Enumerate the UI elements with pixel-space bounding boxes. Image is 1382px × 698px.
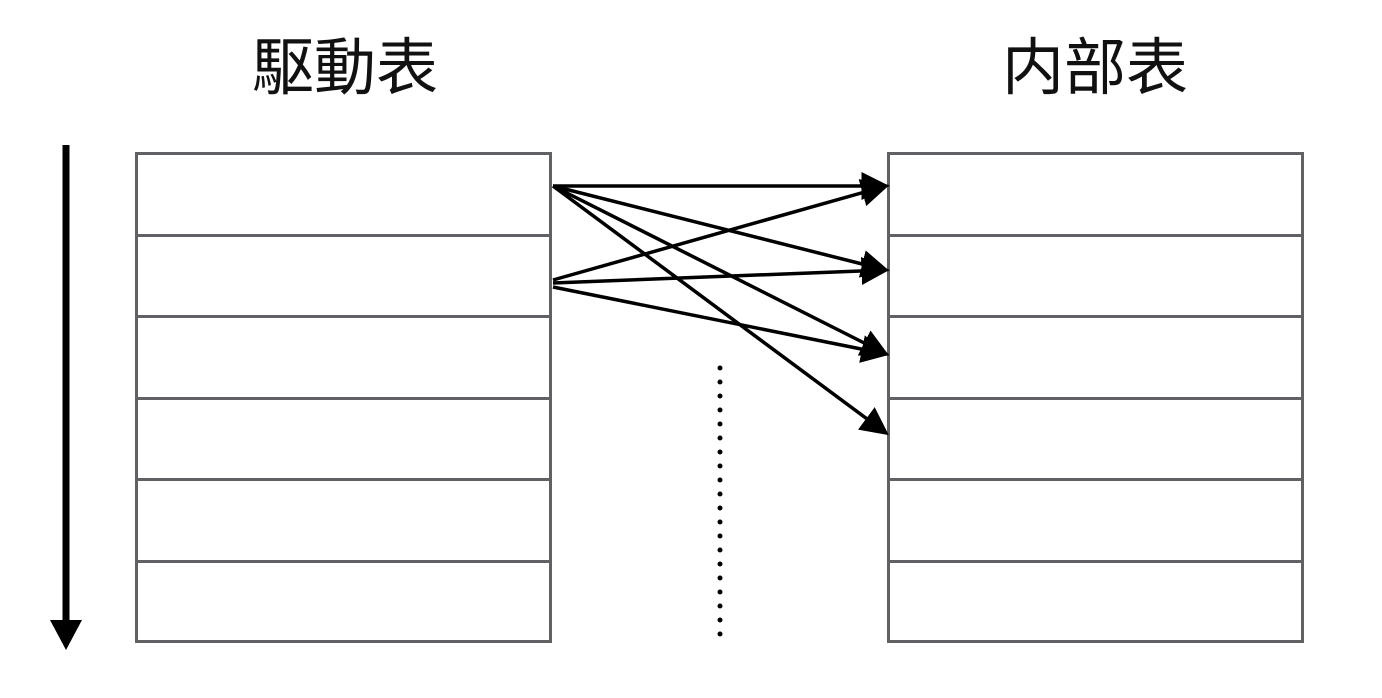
inner-table-row-6 xyxy=(890,563,1301,645)
driving-table-row-4 xyxy=(138,400,549,481)
join-connections xyxy=(551,172,890,436)
driving-table-row-5 xyxy=(138,481,549,563)
inner-table-row-5 xyxy=(890,481,1301,563)
inner-table-row-1 xyxy=(890,155,1301,237)
connection-arrow-1-to-4 xyxy=(551,184,889,436)
driving-table-title: 駆動表 xyxy=(251,31,438,104)
driving-table-row-1 xyxy=(138,155,549,237)
inner-table-row-2 xyxy=(890,237,1301,318)
driving-table-row-6 xyxy=(138,563,549,645)
inner-table-title: 内部表 xyxy=(1001,31,1188,104)
driving-table-row-2 xyxy=(138,237,549,318)
inner-table xyxy=(887,152,1304,643)
connection-arrow-2-to-1 xyxy=(552,179,890,282)
connection-arrow-1-to-2 xyxy=(552,184,890,278)
scan-direction-arrow xyxy=(50,145,82,650)
driving-table-row-3 xyxy=(138,318,549,400)
inner-table-row-3 xyxy=(890,318,1301,400)
connection-arrow-1-to-3 xyxy=(552,184,890,356)
connection-arrow-2-to-3 xyxy=(552,285,890,363)
inner-table-row-4 xyxy=(890,400,1301,481)
connection-arrow-2-to-2 xyxy=(552,256,890,285)
driving-table xyxy=(135,152,552,643)
